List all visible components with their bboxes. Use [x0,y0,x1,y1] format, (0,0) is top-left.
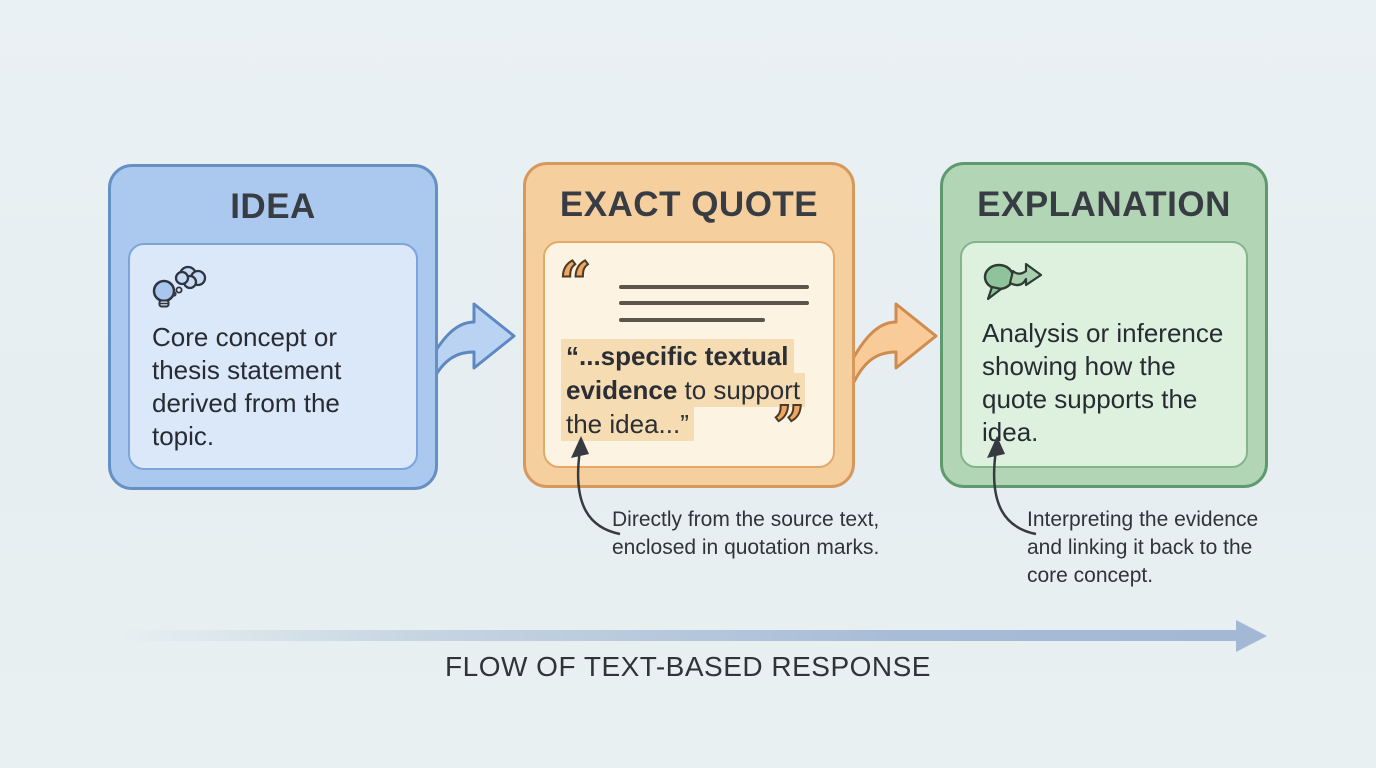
open-quote-icon: “ [558,250,592,316]
explanation-card-panel: Analysis or inference showing how the qu… [960,241,1248,468]
speech-bubble-arrow-icon [982,259,1226,311]
explanation-card-body: Analysis or inference showing how the qu… [982,318,1224,447]
idea-card-title: IDEA [230,187,316,226]
exact-quote-card-title: EXACT QUOTE [559,185,819,224]
idea-to-quote-arrow-icon [420,302,516,384]
flow-arrowhead-icon [1236,620,1267,652]
text-line-icon [619,301,809,305]
annotation-arrow-icon [987,436,1037,536]
explanation-card: EXPLANATION Analysis or inference showin… [940,162,1268,488]
idea-card-panel: Core concept or thesis statement derived… [128,243,418,470]
quote-to-explanation-arrow-icon [842,302,938,384]
close-quote-icon: ” [772,394,806,460]
text-line-icon [619,318,765,322]
idea-card-body: Core concept or thesis statement derived… [152,322,342,451]
explanation-annotation: Interpreting the evidence and linking it… [1027,508,1259,587]
idea-card: IDEA Core concept or thesis statement de… [108,164,438,490]
quote-text-regular: to support the idea...” [566,375,801,439]
text-line-icon [619,285,809,289]
lightbulb-thought-icon [152,263,394,315]
quote-text-bold: “...specific textual evidence [566,341,789,405]
flow-label: FLOW OF TEXT-BASED RESPONSE [445,651,931,682]
exact-quote-card-panel: “ “...specific textual evidence to suppo… [543,241,835,468]
quote-text: “...specific textual evidence to support… [561,339,819,441]
annotation-arrow-icon [571,436,621,536]
quote-annotation: Directly from the source text, enclosed … [612,508,880,559]
exact-quote-card: EXACT QUOTE “ “...specific textual evide… [523,162,855,488]
explanation-card-title: EXPLANATION [977,185,1231,224]
flow-arrow-icon [118,630,1238,641]
